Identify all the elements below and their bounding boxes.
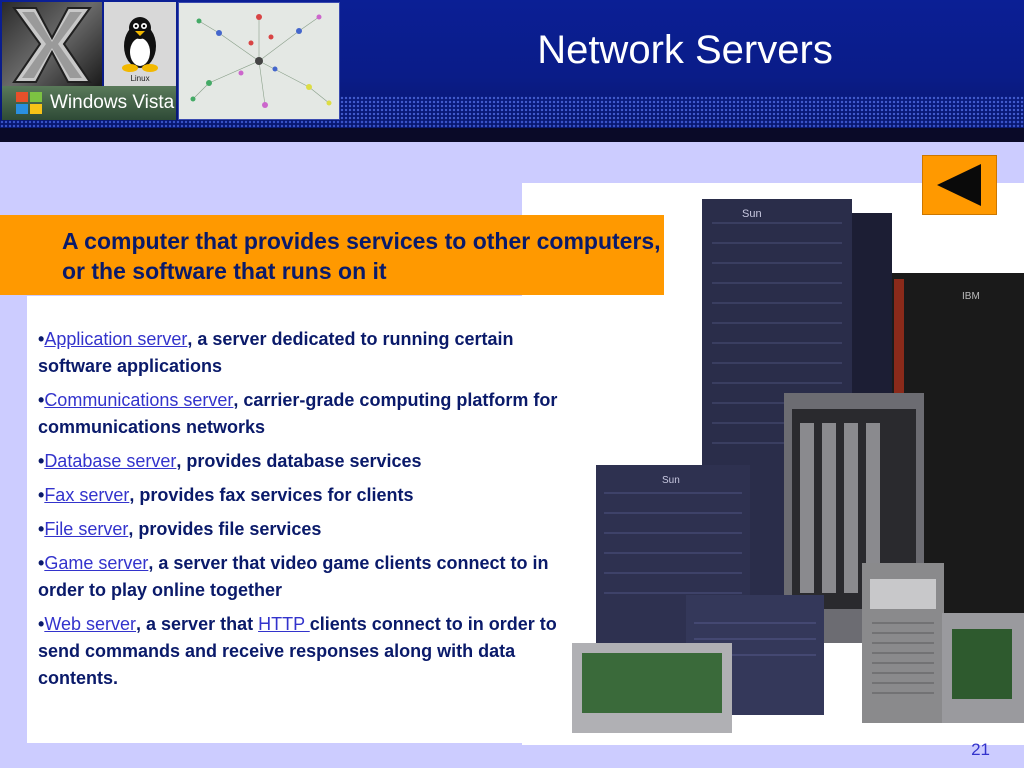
bullet: • bbox=[38, 329, 45, 349]
list-item: •Fax server, provides fax services for c… bbox=[38, 482, 558, 509]
bullet: • bbox=[38, 451, 45, 471]
page-number: 21 bbox=[971, 740, 990, 759]
mac-os-x-logo bbox=[2, 2, 102, 86]
header-dot-row bbox=[0, 120, 1024, 128]
ibm-label: IBM bbox=[962, 291, 980, 302]
database-server-link[interactable]: Database server bbox=[44, 451, 177, 471]
sun-label-2: Sun bbox=[662, 475, 680, 486]
linux-logo: Linux bbox=[104, 2, 176, 86]
triangle-left-icon bbox=[937, 164, 981, 206]
definition-text: A computer that provides services to oth… bbox=[62, 228, 661, 284]
communications-server-link[interactable]: Communications server bbox=[44, 390, 234, 410]
list-item: •Database server, provides database serv… bbox=[38, 448, 558, 475]
item-description: clients connect to in order to send comm… bbox=[38, 614, 557, 688]
server-types-list: •Application server, a server dedicated … bbox=[38, 326, 558, 699]
item-description: , provides fax services for clients bbox=[129, 485, 414, 505]
list-item: •File server, provides file services bbox=[38, 516, 558, 543]
header-bottom-bar bbox=[0, 128, 1024, 142]
list-item: •Game server, a server that video game c… bbox=[38, 550, 558, 604]
network-graph-image bbox=[178, 2, 340, 120]
windows-vista-wordmark: Windows Vista bbox=[50, 92, 175, 113]
web-server-link[interactable]: Web server bbox=[44, 614, 137, 634]
list-item: •Web server, a server that HTTP clients … bbox=[38, 611, 558, 692]
item-description: , provides database services bbox=[176, 451, 422, 471]
list-item: •Application server, a server dedicated … bbox=[38, 326, 558, 380]
content-panel bbox=[27, 296, 572, 743]
bullet: • bbox=[38, 553, 45, 573]
item-description: , carrier-grade computing platform for c… bbox=[38, 390, 558, 437]
item-description: , a server that bbox=[136, 614, 259, 634]
game-server-link[interactable]: Game server bbox=[44, 553, 149, 573]
application-server-link[interactable]: Application server bbox=[44, 329, 188, 349]
sun-label: Sun bbox=[742, 208, 762, 220]
item-description: , provides file services bbox=[128, 519, 322, 539]
http-link[interactable]: HTTP bbox=[258, 614, 310, 634]
bullet: • bbox=[38, 390, 45, 410]
bullet: • bbox=[38, 614, 45, 634]
windows-vista-logo: Windows Vista bbox=[2, 86, 176, 120]
item-description: , a server that video game clients conne… bbox=[38, 553, 549, 600]
slide-title: Network Servers bbox=[537, 28, 833, 72]
definition-banner bbox=[0, 215, 664, 295]
server-photo: Sun IBM Sun bbox=[522, 183, 1024, 745]
back-button[interactable] bbox=[922, 155, 997, 215]
list-item: •Communications server, carrier-grade co… bbox=[38, 387, 558, 441]
bullet: • bbox=[38, 519, 45, 539]
linux-logo-caption: Linux bbox=[130, 74, 150, 83]
fax-server-link[interactable]: Fax server bbox=[44, 485, 130, 505]
bullet: • bbox=[38, 485, 45, 505]
file-server-link[interactable]: File server bbox=[44, 519, 129, 539]
item-description: , a server dedicated to running certain … bbox=[38, 329, 514, 376]
